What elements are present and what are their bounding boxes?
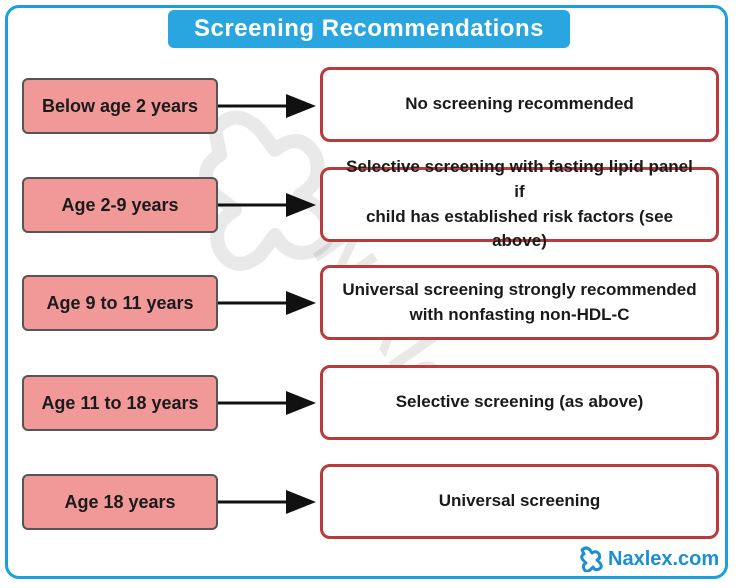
recommendation-box: Selective screening with fasting lipid p… bbox=[320, 157, 719, 250]
arrow-icon bbox=[218, 490, 316, 514]
recommendation-box: Selective screening (as above) bbox=[320, 365, 719, 440]
age-box-below-2: Below age 2 years bbox=[22, 78, 218, 134]
diagram-frame bbox=[5, 5, 728, 579]
arrow-icon bbox=[218, 94, 316, 118]
naxlex-logo-icon bbox=[580, 546, 603, 572]
recommendation-box: No screening recommended bbox=[320, 67, 719, 142]
age-box-2-9: Age 2-9 years bbox=[22, 177, 218, 233]
age-box-9-11: Age 9 to 11 years bbox=[22, 275, 218, 331]
arrow-icon bbox=[218, 291, 316, 315]
recommendation-box: Universal screening strongly recommended… bbox=[320, 265, 719, 340]
age-box-18: Age 18 years bbox=[22, 474, 218, 530]
brand-text: Naxlex.com bbox=[608, 547, 720, 570]
page-title: Screening Recommendations bbox=[168, 10, 570, 48]
age-box-11-18: Age 11 to 18 years bbox=[22, 375, 218, 431]
arrow-icon bbox=[218, 193, 316, 217]
arrow-icon bbox=[218, 391, 316, 415]
brand-logo: Naxlex.com bbox=[576, 545, 719, 573]
recommendation-box: Universal screening bbox=[320, 464, 719, 539]
